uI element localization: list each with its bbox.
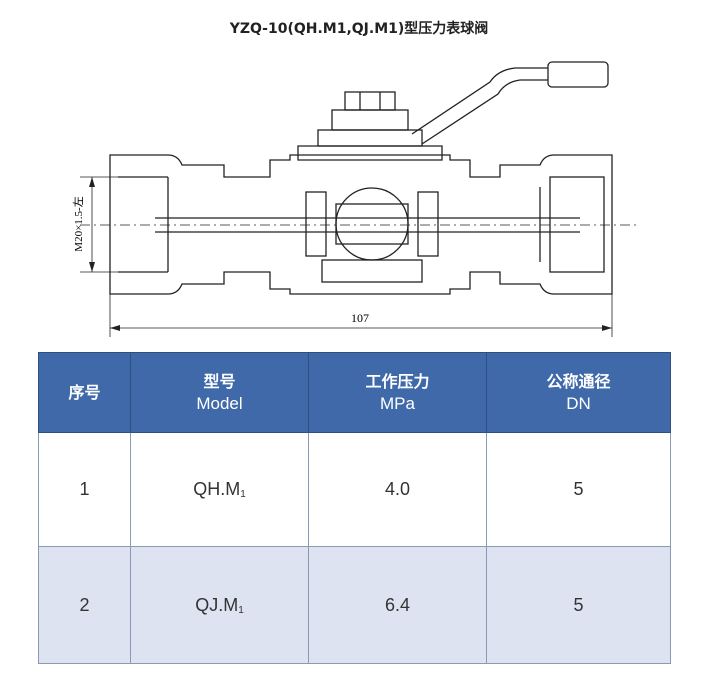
page-title: YZQ-10(QH.M1,QJ.M1)型压力表球阀 (229, 21, 489, 37)
header-dn: 公称通径 DN (486, 352, 671, 433)
table-row: 2 QJ.M1 6.4 5 (38, 546, 671, 664)
row-no: 2 (38, 546, 131, 664)
ball (335, 187, 409, 261)
length-dimension: 107 (351, 311, 369, 325)
row-no: 1 (38, 432, 131, 547)
handle (411, 67, 548, 145)
row-dn: 5 (486, 432, 671, 547)
spec-table: 序号 型号 Model 工作压力 MPa 公称通径 DN 1 QH.M1 4.0… (38, 352, 671, 664)
row-pressure: 6.4 (308, 546, 487, 664)
row-pressure: 4.0 (308, 432, 487, 547)
thread-dimension: M20×1.5-左 (72, 196, 85, 251)
table-header-row: 序号 型号 Model 工作压力 MPa 公称通径 DN (38, 352, 671, 433)
valve-body (109, 154, 613, 295)
row-dn: 5 (486, 546, 671, 664)
table-row: 1 QH.M1 4.0 5 (38, 432, 671, 547)
header-model: 型号 Model (130, 352, 309, 433)
row-model: QH.M1 (130, 432, 309, 547)
header-no: 序号 (38, 352, 131, 433)
ball-valve-drawing: 107 M20×1.5-左 (72, 61, 640, 337)
header-pressure: 工作压力 MPa (308, 352, 487, 433)
row-model: QJ.M1 (130, 546, 309, 664)
stem-nut (344, 91, 396, 111)
